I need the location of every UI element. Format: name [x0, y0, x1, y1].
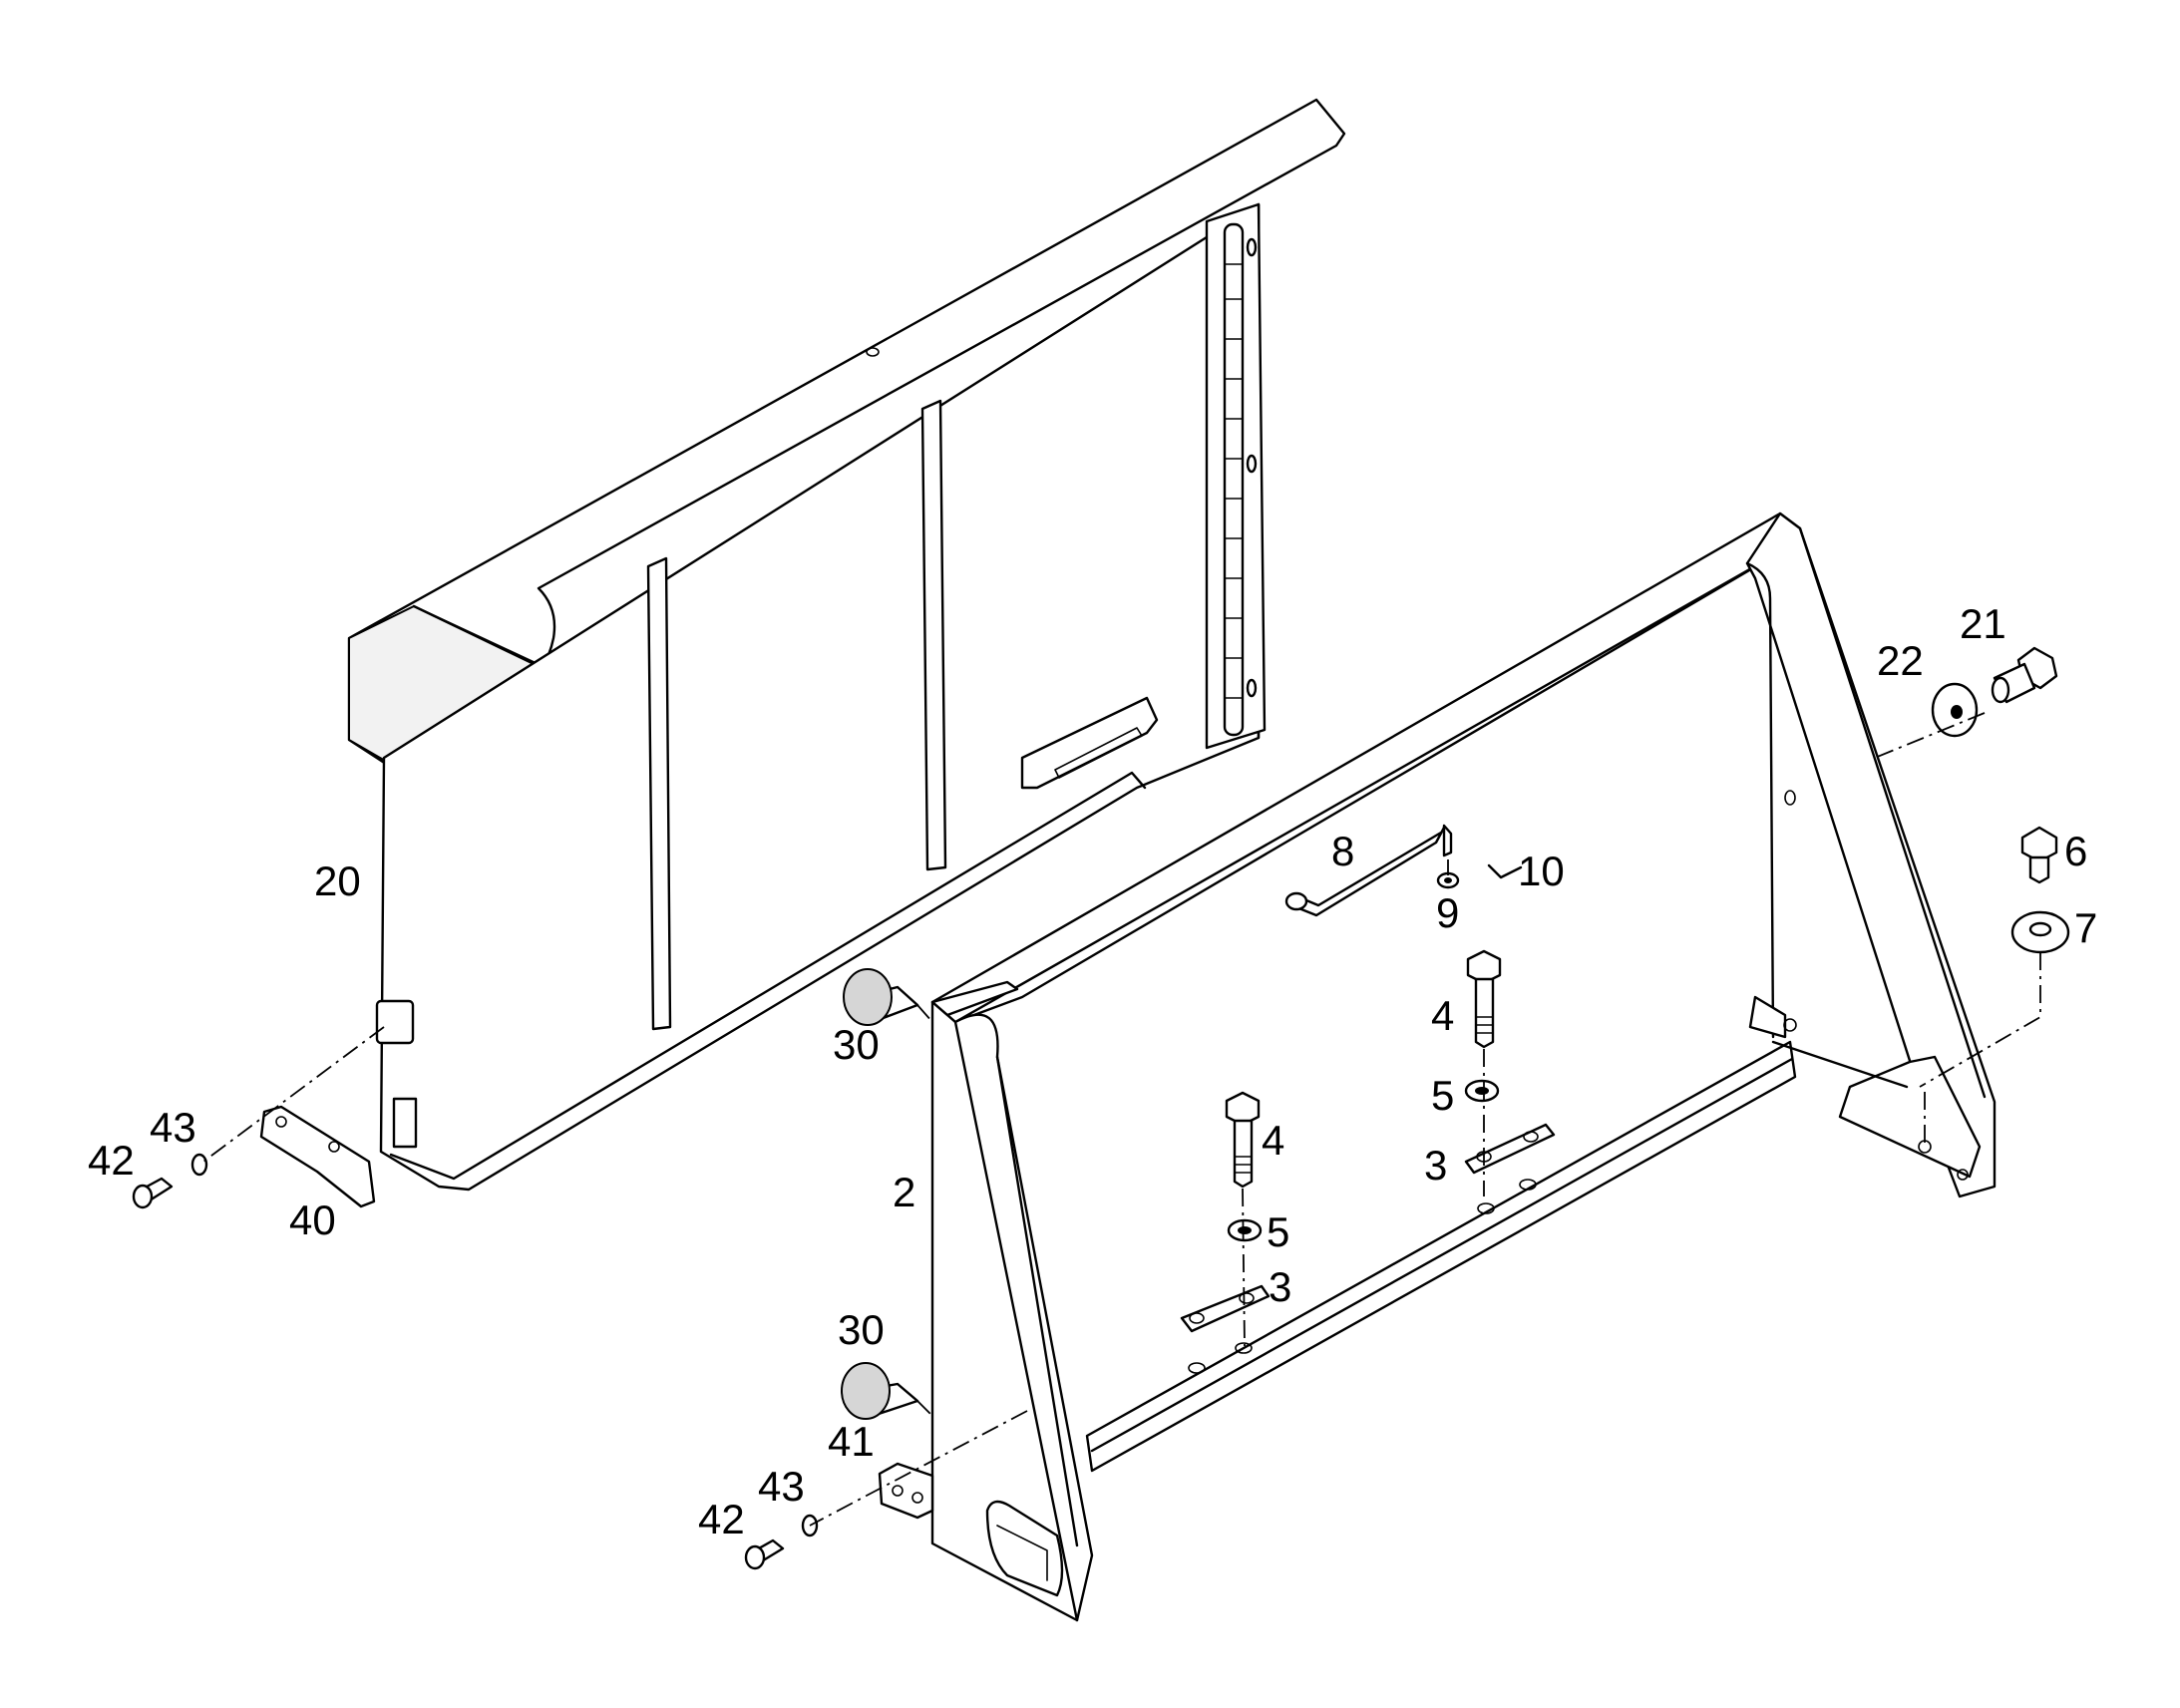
callout-4-left: 4 — [1262, 1117, 1284, 1164]
assembly-lines — [198, 712, 2041, 1527]
cotter-pin-part-10 — [1487, 863, 1523, 879]
callout-10: 10 — [1518, 848, 1565, 894]
callout-43-upper: 43 — [150, 1104, 196, 1151]
bolt-part-6 — [2020, 826, 2058, 884]
callout-30-lower: 30 — [838, 1306, 885, 1353]
bolt-part-4-right — [1466, 949, 1502, 1049]
callout-30-upper: 30 — [833, 1021, 880, 1068]
callout-9: 9 — [1436, 889, 1459, 936]
callout-labels: 20 2 3 3 4 4 5 5 6 7 8 9 10 21 22 30 30 … — [88, 600, 2097, 1542]
bracket-part-41 — [878, 1462, 934, 1520]
callout-43-lower: 43 — [758, 1463, 805, 1510]
callout-6: 6 — [2064, 828, 2087, 874]
callout-20: 20 — [314, 857, 361, 904]
callout-8: 8 — [1331, 828, 1354, 874]
washer-part-43-upper — [190, 1153, 208, 1177]
cover-panel-part-20 — [347, 98, 1346, 1192]
callout-7: 7 — [2074, 904, 2097, 951]
plate-part-3-right — [1464, 1123, 1556, 1175]
lock-washer-part-5-left — [1227, 1218, 1263, 1242]
lock-washer-part-5-right — [1464, 1079, 1500, 1103]
callout-3-left: 3 — [1269, 1263, 1291, 1310]
callout-5-right: 5 — [1431, 1072, 1454, 1119]
callout-42-upper: 42 — [88, 1137, 135, 1184]
screw-part-42-upper — [132, 1177, 174, 1209]
callout-3-right: 3 — [1424, 1142, 1447, 1189]
hinge-bracket-part-40 — [259, 1105, 376, 1208]
bolt-part-4-left — [1225, 1091, 1261, 1189]
bolt-part-21 — [1991, 646, 2058, 704]
washer-part-7 — [2010, 910, 2070, 954]
callout-2: 2 — [893, 1169, 915, 1215]
callout-5-left: 5 — [1267, 1208, 1289, 1255]
rubber-stop-part-30-upper — [843, 968, 919, 1026]
washer-part-9 — [1436, 871, 1460, 889]
callout-41: 41 — [828, 1418, 875, 1465]
rod-part-8 — [1284, 824, 1453, 917]
screw-part-42-lower — [744, 1538, 785, 1570]
callout-40: 40 — [289, 1196, 336, 1243]
callout-21: 21 — [1960, 600, 2006, 647]
callout-42-lower: 42 — [698, 1496, 745, 1542]
washer-part-22 — [1931, 682, 1979, 738]
callout-22: 22 — [1877, 637, 1924, 684]
frame-part-2 — [930, 512, 1997, 1622]
callout-4-right: 4 — [1431, 992, 1454, 1039]
hinge-knuckles — [1223, 222, 1258, 737]
rubber-stop-part-30-lower — [841, 1362, 919, 1420]
plate-part-3-left — [1180, 1284, 1271, 1333]
